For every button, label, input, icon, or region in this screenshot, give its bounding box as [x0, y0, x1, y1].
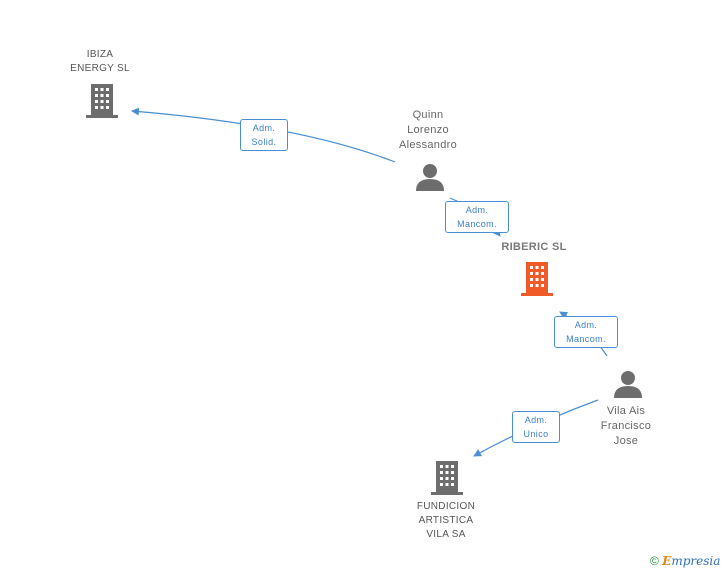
node-quinn-label: Quinn Lorenzo Alessandro — [398, 109, 458, 151]
edge-label-adm-unico[interactable]: Adm. Unico — [512, 411, 560, 443]
building-icon[interactable] — [86, 84, 118, 118]
person-icon[interactable] — [416, 163, 444, 191]
building-icon[interactable] — [521, 262, 553, 296]
copyright-icon: © — [650, 554, 659, 568]
footer-brand: © Empresia — [650, 554, 720, 568]
person-icon[interactable] — [614, 370, 642, 398]
edge-label-adm-mancom[interactable]: Adm. Mancom. — [554, 316, 618, 348]
node-fundicion-label: FUNDICION ARTISTICA VILA SA — [416, 501, 476, 540]
node-riberic-label: RIBERIC SL — [501, 241, 567, 253]
edge-label-adm-solid[interactable]: Adm. Solid. — [240, 119, 288, 151]
node-vila-label: Vila Ais Francisco Jose — [600, 405, 652, 447]
edge-label-adm-mancom[interactable]: Adm. Mancom. — [445, 201, 509, 233]
brand-logo: Empresia — [662, 554, 721, 568]
building-icon[interactable] — [431, 461, 463, 495]
node-ibiza-label: IBIZA ENERGY SL — [70, 49, 130, 74]
